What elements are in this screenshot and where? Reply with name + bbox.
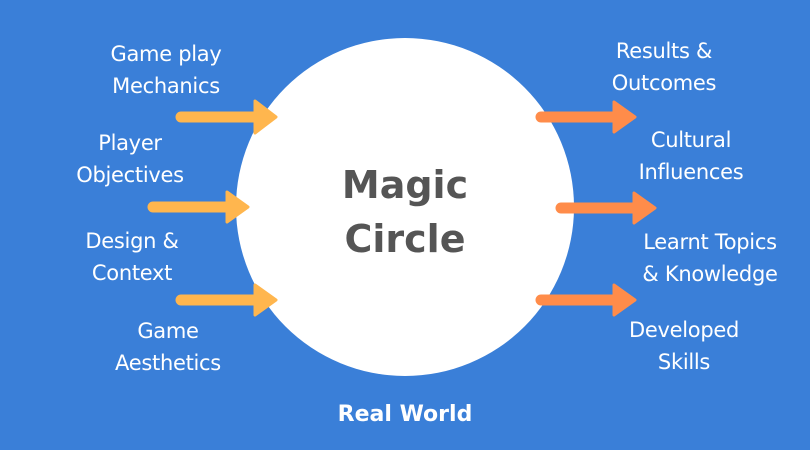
label-line: Cultural [650, 128, 732, 152]
center-title-line2: Circle [344, 217, 466, 261]
arrow-right-icon [612, 283, 637, 317]
output-arrow-2 [555, 191, 657, 225]
label-line: Developed [628, 318, 740, 342]
input-label-player-objectives: Player Objectives [76, 127, 184, 191]
label-line: Skills [657, 350, 711, 374]
arrow-right-icon [612, 100, 637, 134]
label-line: Context [91, 261, 173, 285]
label-line: Outcomes [611, 71, 717, 95]
real-world-label: Real World [337, 402, 473, 427]
arrow-right-icon [253, 99, 278, 135]
magic-circle [236, 38, 574, 376]
output-arrow-1 [535, 100, 637, 134]
label-line: Player [98, 131, 162, 155]
label-line: Influences [638, 160, 744, 184]
output-label-learnt-topics: Learnt Topics & Knowledge [642, 226, 778, 290]
label-line: & Knowledge [642, 262, 778, 286]
arrow-right-icon [225, 190, 250, 224]
arrow-right-icon [253, 283, 278, 317]
input-arrow-2 [147, 190, 250, 224]
label-line: Objectives [76, 163, 184, 187]
output-label-results-outcomes: Results & Outcomes [611, 35, 717, 99]
input-label-design-context: Design & Context [85, 225, 178, 289]
input-arrow-1 [175, 99, 278, 135]
label-line: Aesthetics [115, 351, 221, 375]
arrow-right-icon [632, 191, 657, 225]
label-line: Mechanics [112, 74, 220, 98]
output-arrow-3 [535, 283, 637, 317]
input-label-gameplay-mechanics: Game play Mechanics [111, 38, 222, 102]
center-title: Magic Circle [342, 158, 468, 266]
input-arrow-3 [175, 283, 278, 317]
output-label-developed-skills: Developed Skills [629, 314, 739, 378]
label-line: Results & [615, 39, 713, 63]
center-title-line1: Magic [341, 163, 469, 207]
label-line: Learnt Topics [643, 230, 777, 254]
label-line: Design & [85, 229, 179, 253]
label-line: Game [137, 319, 199, 343]
output-label-cultural-influences: Cultural Influences [639, 124, 744, 188]
input-label-game-aesthetics: Game Aesthetics [115, 315, 221, 379]
label-line: Game play [110, 42, 222, 66]
